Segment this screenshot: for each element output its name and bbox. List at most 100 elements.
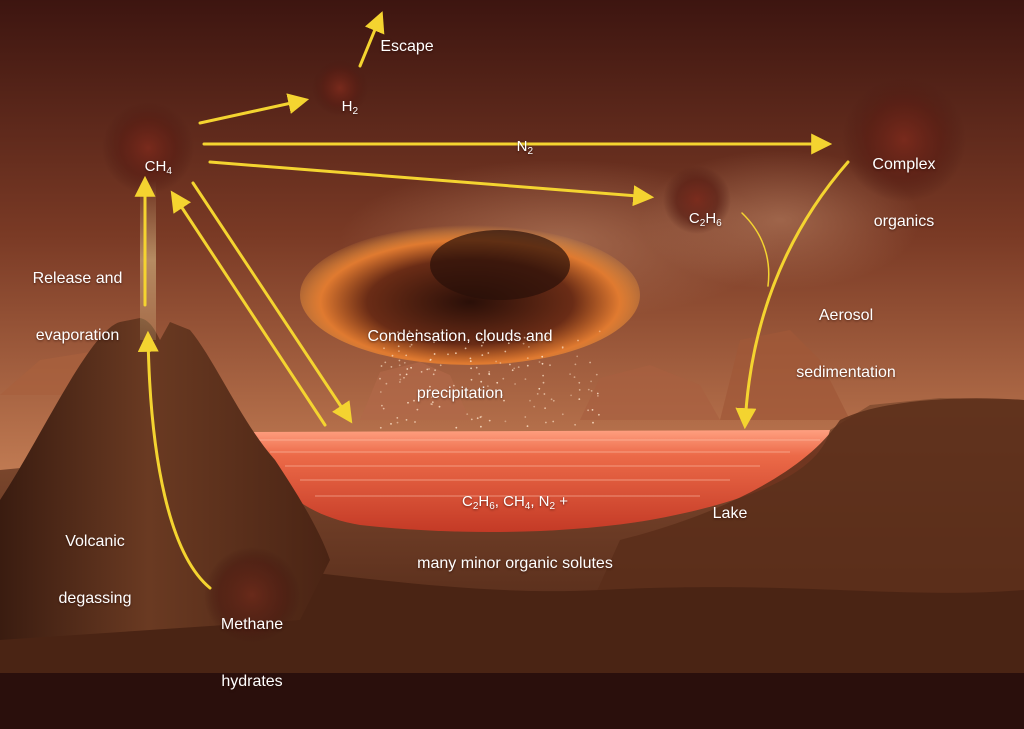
glow-methane-hydrates (204, 547, 300, 643)
rain-drop (384, 361, 387, 364)
rain-drop (587, 388, 590, 391)
glow-complex-organics (842, 78, 966, 202)
rain-drop (475, 366, 478, 369)
rain-drop (385, 382, 388, 385)
rain-drop (399, 381, 401, 383)
rain-drop (487, 385, 489, 387)
rain-drop (592, 421, 594, 424)
rain-drop (431, 401, 434, 404)
rain-drop (577, 339, 579, 342)
lake-label: Lake (712, 505, 748, 522)
rain-drop (433, 341, 435, 344)
rain-drop (511, 369, 514, 372)
rain-drop (390, 423, 392, 425)
rain-drop (570, 394, 572, 397)
rain-drop (406, 368, 409, 370)
rain-drop (441, 329, 444, 331)
rain-drop (480, 380, 483, 383)
rain-drop (573, 376, 576, 378)
rain-drop (482, 341, 485, 344)
rain-drop (382, 407, 385, 410)
rain-drop (488, 371, 491, 373)
c2h6-label: C2H6 (688, 210, 722, 229)
arrow-c2h6-to-lake (741, 212, 770, 287)
rain-drop (516, 337, 519, 340)
rain-drop (478, 373, 481, 375)
rain-drop (549, 364, 551, 367)
rain-drop (513, 367, 516, 370)
rain-drop (589, 361, 591, 364)
rain-drop (595, 373, 598, 376)
rain-drop (495, 360, 497, 363)
rain-drop (514, 383, 516, 385)
rain-drop (405, 419, 408, 421)
rain-drop (399, 373, 401, 376)
arrow-ch4-to-h2 (198, 93, 310, 125)
rain-drop (578, 398, 581, 400)
rain-drop (488, 419, 491, 422)
rain-drop (526, 425, 529, 427)
rain-drop (429, 359, 432, 361)
rain-drop (538, 361, 541, 363)
rain-drop (487, 334, 490, 337)
rain-drop (598, 413, 600, 416)
rain-drop (504, 350, 507, 353)
rain-drop (408, 330, 411, 333)
escape-label: Escape (380, 38, 434, 55)
rain-drop (390, 366, 393, 368)
rain-drop (541, 355, 544, 358)
rain-drop (488, 373, 491, 376)
rain-drop (545, 421, 547, 424)
rain-drop (590, 390, 593, 392)
arrow-ch4-to-c2h6 (208, 160, 655, 207)
rain-drop (429, 385, 431, 388)
rain-drop (502, 377, 505, 380)
rain-drop (544, 407, 546, 410)
rain-drop (420, 371, 423, 373)
rain-drop (499, 362, 502, 364)
titan-methane-cycle-diagram: CH4 H2 N2 C2H6 Escape Complex organics R… (0, 0, 1024, 690)
rain-drop (430, 396, 433, 399)
rain-drop (398, 359, 401, 362)
rain-drop (432, 334, 435, 336)
rain-drop (426, 368, 429, 371)
rain-drop (509, 363, 511, 366)
rain-drop (413, 399, 415, 402)
rain-drop (503, 399, 505, 402)
rain-drop (578, 389, 581, 391)
arrow-ch4-to-lake (191, 181, 353, 424)
aerosol-sedimentation-label: Aerosol sedimentation (796, 307, 896, 381)
rain-drop (438, 405, 441, 408)
rain-drop (543, 393, 546, 395)
rain-drop (455, 426, 458, 429)
rain-drop (596, 392, 599, 395)
rain-drop (550, 398, 553, 401)
precipitation (379, 329, 601, 429)
rain-drop (403, 361, 406, 364)
rain-drop (487, 352, 490, 354)
volcanic-degassing-label: Volcanic degassing (58, 533, 132, 607)
rain-drop (433, 353, 436, 355)
distant-mesa (720, 330, 850, 420)
rain-drop (480, 344, 483, 347)
release-evaporation-label: Release and evaporation (32, 270, 123, 344)
rain-drop (522, 342, 525, 345)
rain-drop (486, 335, 489, 338)
rain-drop (536, 393, 539, 395)
rain-drop (409, 345, 411, 348)
lake-contents-label: C2H6, CH4, N2 + many minor organic solut… (380, 454, 650, 611)
condensation-label: Condensation, clouds and precipitation (367, 328, 553, 402)
rain-drop (533, 405, 536, 408)
h2-label: H2 (341, 98, 359, 117)
rain-drop (538, 387, 541, 390)
distant-mesa (580, 365, 720, 420)
rain-drop (428, 368, 430, 370)
rain-drop (480, 415, 483, 418)
rain-drop (381, 404, 383, 407)
glow-h2 (312, 60, 368, 116)
volcanic-plume (140, 180, 156, 340)
rain-drop (476, 336, 478, 339)
rain-drop (569, 373, 571, 375)
rain-drop (526, 364, 529, 367)
rain-drop (435, 390, 438, 393)
